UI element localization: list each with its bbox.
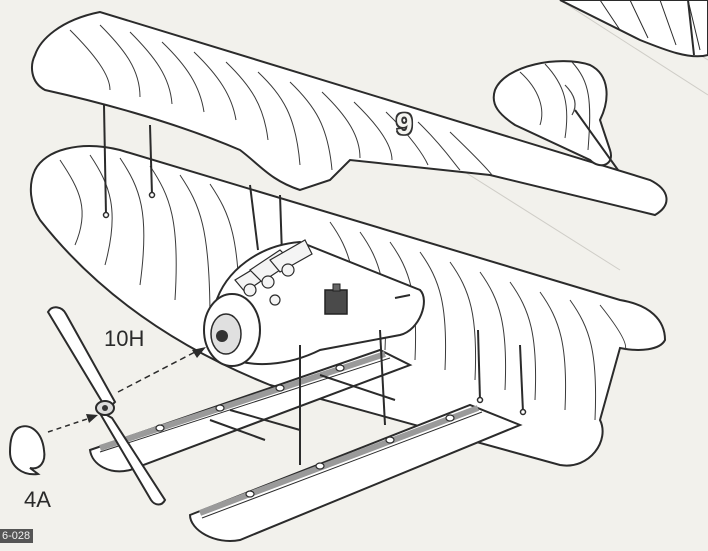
part-label-propeller: 10H — [104, 326, 145, 351]
float-struts — [209, 329, 396, 465]
part-label-spinner: 4A — [24, 487, 51, 512]
strut-tips — [102, 191, 527, 416]
float-left — [88, 348, 413, 473]
page-code: 6-028 — [0, 529, 34, 543]
float-right — [188, 403, 523, 542]
wing-ribs — [69, 24, 493, 176]
step-number: 9 — [396, 108, 413, 141]
upper-wing — [31, 10, 668, 217]
propeller-part — [46, 306, 167, 506]
fuel-tank — [324, 289, 348, 315]
arrow-heads — [86, 347, 206, 423]
tail-fin — [492, 60, 619, 171]
prop-hub — [216, 330, 228, 342]
lower-wing-ribs — [59, 154, 627, 421]
assembly-arrows — [47, 351, 196, 433]
spinner-part — [8, 425, 46, 476]
fuselage — [203, 239, 425, 367]
engine-cylinders — [234, 239, 313, 306]
